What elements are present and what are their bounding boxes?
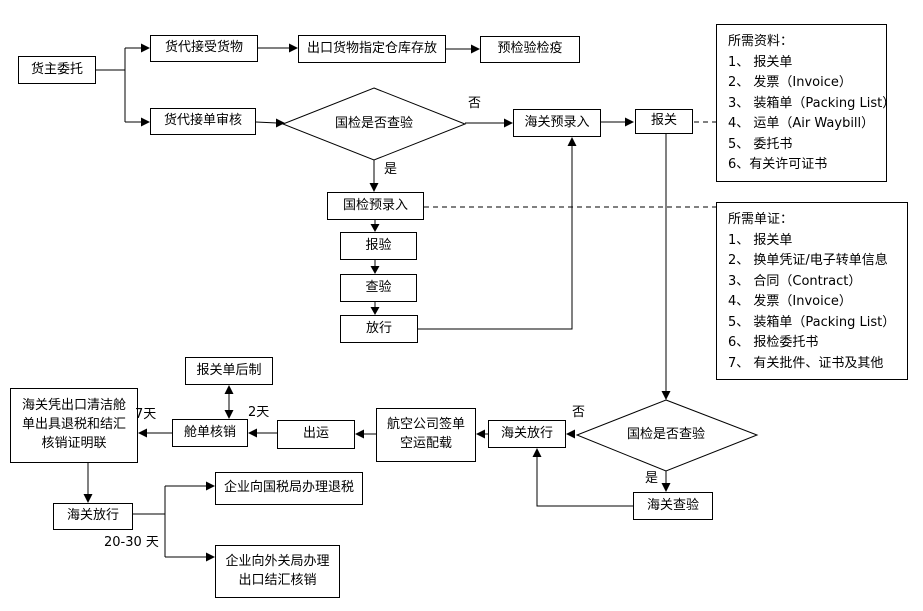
edge-label-no-bottom: 否 [572,405,586,420]
panel-item: 5、 装箱单（Packing List） [728,314,896,330]
node-customs-release-left: 海关放行 [53,503,133,530]
panel-item: 4、 发票（Invoice） [728,294,852,309]
panel-title: 所需资料： [728,34,794,49]
panel-item: 2、 发票（Invoice） [728,75,852,90]
node-inspection: 查验 [340,274,417,302]
edge-label-7-days: 7天 [135,407,157,422]
node-forwarder-receive-goods: 货代接受货物 [150,35,258,62]
panel-item: 5、 委托书 [728,136,793,152]
arrowheads [83,43,671,562]
panel-item: 2、 换单凭证/电子转单信息 [728,253,888,268]
node-customs-inspection: 海关查验 [633,492,713,520]
panel-item: 3、 装箱单（Packing List） [728,95,896,111]
node-owner-entrust: 货主委托 [18,56,96,84]
panel-required-documents: 所需单证： 1、 报关单 2、 换单凭证/电子转单信息 3、 合同（Contra… [716,202,908,380]
edge-label-2-days: 2天 [248,405,270,420]
node-tax-refund: 企业向国税局办理退税 [215,472,363,505]
node-forwarder-order-review: 货代接单审核 [150,108,256,135]
decision-label-ciq-bottom: 国检是否查验 [626,427,705,442]
panel-item: 6、有关许可证书 [728,157,828,172]
decision-diamond-top [281,87,467,161]
dashed-connectors [424,121,716,208]
node-export-warehouse-storage: 出口货物指定仓库存放 [298,35,446,63]
node-airline-signing-loading: 航空公司签单 空运配载 [376,408,476,462]
node-customs-declaration: 报关 [635,109,693,134]
node-customs-pre-entry: 海关预录入 [513,109,601,137]
node-ciq-pre-entry: 国检预录入 [327,192,424,220]
node-pre-inspection-quarantine: 预检验检疫 [480,36,580,63]
node-declaration-form-post: 报关单后制 [185,357,273,385]
panel-required-materials: 所需资料： 1、 报关单 2、 发票（Invoice） 3、 装箱单（Packi… [716,24,896,182]
decision-label-ciq-top: 国检是否查验 [334,116,413,131]
node-forex-writeoff: 企业向外关局办理 出口结汇核销 [215,545,340,598]
decision-diamonds [281,87,759,472]
edge-label-yes-bottom: 是 [645,471,659,486]
node-release: 放行 [340,315,418,343]
panel-item: 1、 报关单 [728,232,793,248]
panel-item: 3、 合同（Contract） [728,273,862,289]
edge-label-yes-top: 是 [384,162,398,177]
node-customs-release-right: 海关放行 [488,420,566,448]
node-inspection-application: 报验 [340,232,417,260]
panel-item: 4、 运单（Air Waybill） [728,116,875,131]
panel-item: 6、 报检委托书 [728,335,819,350]
panel-title: 所需单证： [728,212,794,227]
edge-label-no-top: 否 [468,96,482,111]
node-shipment: 出运 [277,420,355,449]
panel-item: 7、 有关批件、证书及其他 [728,355,884,371]
node-customs-refund-proof: 海关凭出口清洁舱 单出具退税和结汇 核销证明联 [10,388,138,463]
panel-item: 1、 报关单 [728,54,793,70]
decision-diamond-bottom [575,399,759,472]
node-manifest-writeoff: 舱单核销 [172,419,248,447]
edge-label-20-30-days: 20-30 天 [104,535,159,550]
